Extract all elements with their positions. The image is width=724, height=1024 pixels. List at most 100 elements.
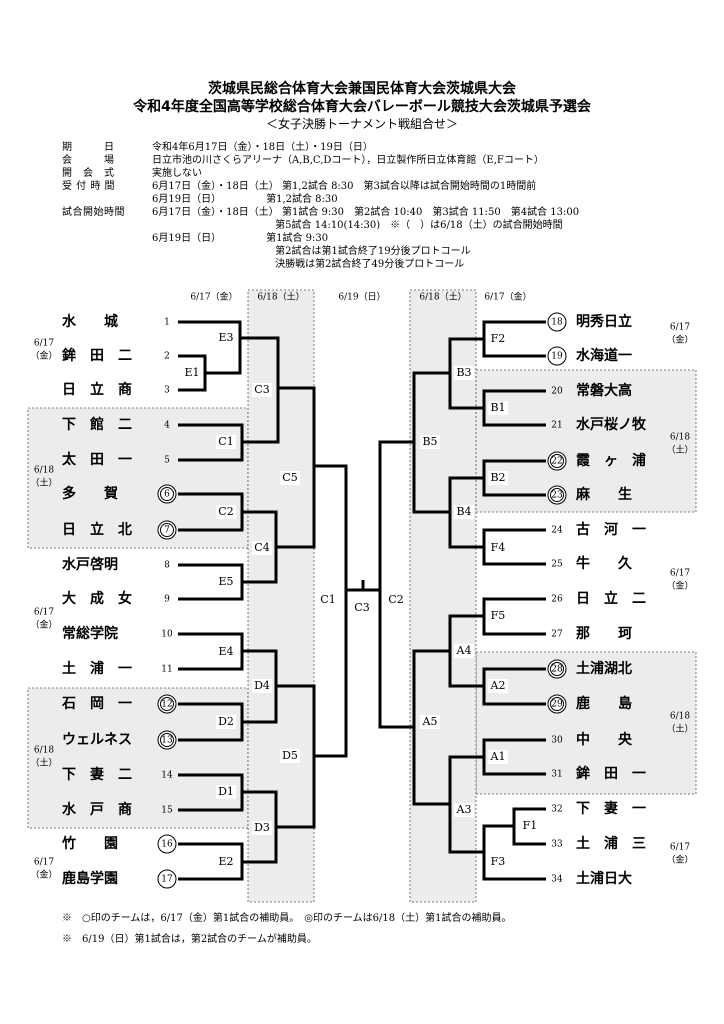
team-name-left: 日 立 商 (62, 381, 132, 398)
match-label-bg (488, 541, 508, 555)
team-number-left: 10 (161, 630, 173, 640)
team-name-right: 日 立 二 (576, 590, 646, 607)
match-label-c3l: C3 (254, 383, 269, 396)
match-label-d2: D2 (218, 715, 234, 728)
team-name-left: 日 立 北 (62, 521, 132, 538)
match-label-d1: D1 (218, 785, 234, 798)
day-region-618-right-b (475, 651, 697, 795)
match-label-bg (216, 505, 236, 519)
match-line-SF1-top (314, 464, 348, 590)
team-number-right: 20 (551, 387, 563, 397)
team-number-left: 7 (164, 526, 170, 536)
info-label: 受 付 時 間 (62, 181, 116, 192)
info-value: 日立市池の川さくらアリーナ（A,B,C,Dコート），日立製作所日立体育館（E,F… (152, 155, 544, 166)
footer-note-2: ※ 6/19（日）第1試合は，第2試合のチームが補助員。 (62, 934, 317, 945)
team-number-left: 11 (161, 665, 172, 675)
team-name-left: 鹿島学園 (61, 870, 118, 887)
date-header-617-right: 6/17（金） (484, 291, 531, 303)
match-label-bg (488, 855, 508, 869)
match-label-bg (182, 366, 202, 380)
team-number-right: 33 (551, 840, 563, 850)
team-name-left: 鉾 田 二 (62, 347, 132, 364)
title-block: 茨城県民総合体育大会兼国民体育大会茨城県大会 令和4年度全国高等学校総合体育大会… (0, 80, 724, 132)
match-label-f3: F3 (491, 855, 506, 868)
match-label-bg (216, 645, 236, 659)
match-label-bg (420, 435, 440, 449)
team-number-left: 12 (161, 700, 172, 710)
info-value: 第2試合は第1試合終了19分後プロトコール (152, 246, 471, 257)
info-value: 実施しない (152, 168, 202, 179)
title-line-3: ＜女子決勝トーナメント戦組合せ＞ (265, 117, 458, 131)
side-date-left-4-weekday: （土） (30, 757, 57, 769)
team-name-left: 下 館 二 (62, 416, 132, 433)
match-label-bg (252, 541, 272, 555)
team-number-right: 29 (551, 700, 563, 710)
match-label-e4: E4 (218, 645, 233, 658)
team-number-left: 3 (164, 386, 170, 396)
team-name-right: 土 浦 三 (576, 835, 646, 852)
side-date-left-3-day: 6/17 (34, 608, 54, 618)
match-label-bg (454, 644, 474, 658)
team-name-left: 水 戸 商 (62, 801, 132, 818)
team-mark-left-inner (160, 523, 174, 537)
info-value: 6月17日（金）・18日（土） 第1試合 9:30 第2試合 10:40 第3試… (152, 207, 580, 218)
team-name-right: 水戸桜ノ牧 (576, 416, 647, 433)
match-label-bg (252, 679, 272, 693)
team-number-right: 23 (551, 491, 563, 501)
match-label-e1: E1 (184, 366, 199, 379)
match-label-bg (488, 750, 508, 764)
team-mark-left-inner (160, 733, 174, 747)
team-number-left: 17 (161, 875, 173, 885)
team-number-right: 34 (551, 875, 563, 885)
side-date-right-5-weekday: （金） (666, 854, 693, 866)
info-value: 6月19日（日） 第1,2試合 8:30 (152, 194, 338, 205)
match-label-c4: C4 (254, 541, 269, 554)
team-name-left: ウェルネス (62, 732, 132, 748)
side-date-right-1-weekday: （金） (666, 334, 693, 346)
match-label-b5: B5 (422, 435, 437, 448)
match-line-C3-left (240, 336, 280, 444)
match-label-f2: F2 (491, 332, 506, 345)
match-label-a4: A4 (456, 644, 472, 657)
match-label-bg (454, 505, 474, 519)
team-number-right: 30 (551, 736, 563, 746)
team-number-left: 15 (161, 806, 173, 816)
match-label-bg (252, 821, 272, 835)
team-name-right: 麻 生 (575, 486, 632, 503)
round-column-618-left (247, 289, 315, 903)
info-value: 6月19日（日） 第1試合 9:30 (152, 233, 329, 244)
info-value: 第5試合 14:10(14:30) ※（ ）は6/18（土）の試合開始時間 (152, 220, 563, 231)
match-label-sf1: C1 (320, 593, 335, 606)
side-date-right-5-day: 6/17 (670, 843, 690, 853)
match-line-E3 (178, 320, 242, 375)
match-label-bg (352, 601, 372, 615)
team-number-left: 2 (164, 352, 170, 362)
team-name-left: 竹 園 (61, 835, 118, 852)
info-value: 決勝戦は第2試合終了49分後プロトコール (152, 259, 465, 270)
team-name-left: 常総学院 (62, 625, 118, 642)
team-mark-right-inner (550, 662, 564, 676)
match-label-d5: D5 (282, 749, 298, 762)
team-number-left: 6 (164, 490, 170, 500)
match-label-e2: E2 (218, 855, 233, 868)
team-number-right: 25 (551, 560, 563, 570)
match-label-a5: A5 (422, 715, 438, 728)
match-line-E5 (178, 563, 244, 601)
date-header-617-left: 6/17（金） (190, 291, 237, 303)
match-label-bg (488, 332, 508, 346)
match-label-bg (216, 855, 236, 869)
team-number-right: 18 (551, 318, 563, 328)
side-date-right-2-day: 6/18 (670, 433, 690, 443)
team-name-right: 那 珂 (576, 626, 632, 642)
side-date-left-2-day: 6/18 (34, 466, 54, 476)
team-name-right: 鉾 田 一 (576, 765, 646, 782)
match-label-b4: B4 (456, 505, 471, 518)
team-name-left: 石 岡 一 (61, 696, 132, 712)
side-date-right-3-weekday: （金） (666, 580, 693, 592)
info-value: 6月17日（金）・18日（土） 第1,2試合 8:30 第3試合以降は試合開始時… (152, 181, 537, 192)
date-header-618-left: 6/18（土） (257, 291, 304, 303)
title-line-1: 茨城県民総合体育大会兼国民体育大会茨城県大会 (208, 81, 516, 97)
info-label: 会 場 (62, 155, 115, 166)
match-label-bg (488, 609, 508, 623)
